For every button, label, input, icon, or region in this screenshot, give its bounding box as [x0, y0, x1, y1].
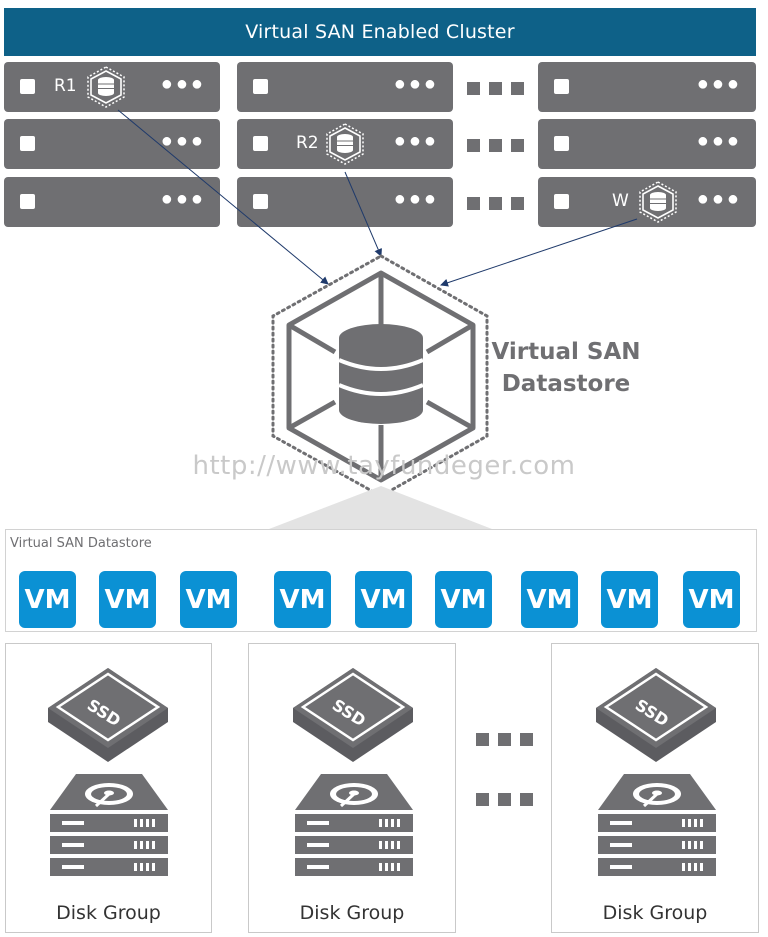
server-2-2[interactable]: R2 ●●●	[237, 119, 453, 169]
datastore-hex-outline	[271, 254, 489, 498]
server-dots-icon: ●●●	[696, 130, 742, 152]
disk-group-art: SSD	[48, 668, 168, 876]
datastore-title-line2: Datastore	[501, 371, 631, 397]
disk-group-2[interactable]: SSD Disk Group	[248, 643, 456, 933]
vm-tile[interactable]: VM	[521, 571, 578, 628]
datastore-hex-icon	[326, 123, 364, 165]
server-status-square	[253, 136, 268, 151]
connector-w	[440, 218, 638, 287]
server-dots-icon: ●●●	[393, 130, 439, 152]
vm-tile[interactable]: VM	[99, 571, 156, 628]
server-status-square	[554, 194, 569, 209]
vm-tile[interactable]: VM	[601, 571, 658, 628]
disk-group-label: Disk Group	[602, 902, 708, 924]
datastore-hex-icon	[639, 181, 677, 223]
server-1-1[interactable]: R1 ●●●	[4, 62, 220, 112]
server-2-1[interactable]: ●●●	[237, 62, 453, 112]
more-servers-icon	[467, 82, 524, 95]
server-status-square	[20, 136, 35, 151]
server-dots-icon: ●●●	[393, 73, 439, 95]
server-dots-icon: ●●●	[696, 73, 742, 95]
ssd-icon: SSD	[596, 668, 716, 762]
vm-tile[interactable]: VM	[355, 571, 412, 628]
more-disk-groups-icon	[476, 733, 533, 746]
datastore-box	[5, 529, 757, 632]
cluster-banner: Virtual SAN Enabled Cluster	[4, 8, 756, 56]
zoom-callout	[269, 486, 492, 529]
hdd-icon	[295, 774, 413, 876]
vm-tile[interactable]: VM	[180, 571, 237, 628]
server-dots-icon: ●●●	[160, 73, 206, 95]
datastore-hex-icon	[87, 66, 125, 108]
datastore-title: Virtual SAN Datastore	[486, 336, 646, 400]
server-2-3[interactable]: ●●●	[237, 177, 453, 227]
server-dots-icon: ●●●	[160, 130, 206, 152]
vm-tile[interactable]: VM	[683, 571, 740, 628]
datastore-cylinder-icon	[338, 324, 424, 424]
datastore-diagram	[117, 109, 638, 529]
disk-group-1[interactable]: SSD Disk Group	[5, 643, 212, 933]
server-dots-icon: ●●●	[393, 188, 439, 210]
server-status-square	[253, 79, 268, 94]
server-status-square	[554, 79, 569, 94]
server-status-square	[253, 194, 268, 209]
datastore-title-line1: Virtual SAN	[491, 339, 641, 365]
more-servers-icon	[467, 139, 524, 152]
server-1-2[interactable]: ●●●	[4, 119, 220, 169]
hdd-icon	[598, 774, 716, 876]
server-1-3[interactable]: ●●●	[4, 177, 220, 227]
disk-group-art: SSD	[293, 668, 413, 876]
vm-tile[interactable]: VM	[19, 571, 76, 628]
server-status-square	[20, 79, 35, 94]
ssd-icon: SSD	[48, 668, 168, 762]
disk-group-label: Disk Group	[299, 902, 405, 924]
server-status-square	[20, 194, 35, 209]
disk-group-3[interactable]: SSD Disk Group	[551, 643, 759, 933]
disk-group-art: SSD	[596, 668, 716, 876]
connector-r1	[117, 109, 329, 285]
ssd-icon: SSD	[293, 668, 413, 762]
disk-group-label: Disk Group	[56, 902, 161, 924]
replica-label-r2: R2	[296, 133, 319, 153]
server-status-square	[554, 136, 569, 151]
server-3-3[interactable]: W ●●●	[538, 177, 756, 227]
hdd-icon	[50, 774, 168, 876]
vm-tile[interactable]: VM	[274, 571, 331, 628]
cluster-title: Virtual SAN Enabled Cluster	[245, 21, 515, 43]
server-dots-icon: ●●●	[160, 188, 206, 210]
server-3-2[interactable]: ●●●	[538, 119, 756, 169]
server-3-1[interactable]: ●●●	[538, 62, 756, 112]
vm-tile[interactable]: VM	[435, 571, 492, 628]
datastore-box-label: Virtual SAN Datastore	[10, 536, 152, 551]
more-servers-icon	[467, 197, 524, 210]
more-disk-groups-icon	[476, 793, 533, 806]
replica-label-w: W	[612, 191, 629, 211]
server-dots-icon: ●●●	[696, 188, 742, 210]
watermark: http://www.tayfundeger.com	[192, 451, 576, 481]
replica-label-r1: R1	[54, 76, 77, 96]
connector-r2	[344, 171, 382, 257]
